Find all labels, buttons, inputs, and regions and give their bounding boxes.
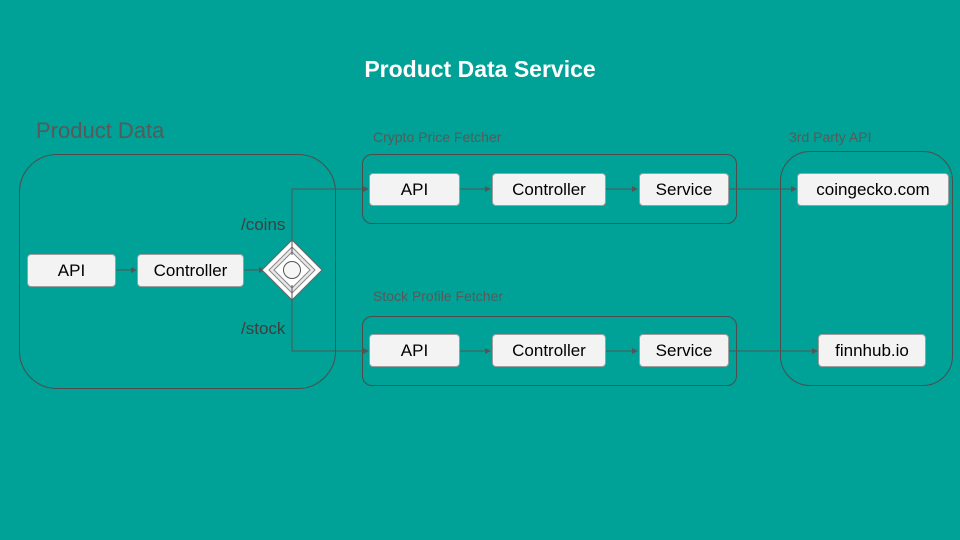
router-gateway-icon	[261, 239, 323, 301]
coingecko-node: coingecko.com	[797, 173, 949, 206]
third-party-group-label: 3rd Party API	[789, 129, 872, 145]
crypto-service-node: Service	[639, 173, 729, 206]
stock-route-label: /stock	[241, 319, 286, 338]
product-data-group	[19, 154, 336, 389]
stock-controller-node: Controller	[492, 334, 606, 367]
crypto-api-node: API	[369, 173, 460, 206]
crypto-fetcher-group-label: Crypto Price Fetcher	[373, 129, 502, 145]
page-title: Product Data Service	[364, 56, 596, 82]
finnhub-node: finnhub.io	[818, 334, 926, 367]
stock-route-arrow	[291, 285, 369, 354]
stock-api-node: API	[369, 334, 460, 367]
coins-route-arrow	[291, 186, 369, 255]
stock-fetcher-group-label: Stock Profile Fetcher	[373, 288, 503, 304]
crypto-controller-node: Controller	[492, 173, 606, 206]
third-party-group	[780, 151, 953, 386]
product-controller-node: Controller	[137, 254, 244, 287]
product-data-group-label: Product Data	[36, 118, 165, 143]
product-api-node: API	[27, 254, 116, 287]
coins-route-label: /coins	[241, 215, 286, 234]
stock-service-node: Service	[639, 334, 729, 367]
